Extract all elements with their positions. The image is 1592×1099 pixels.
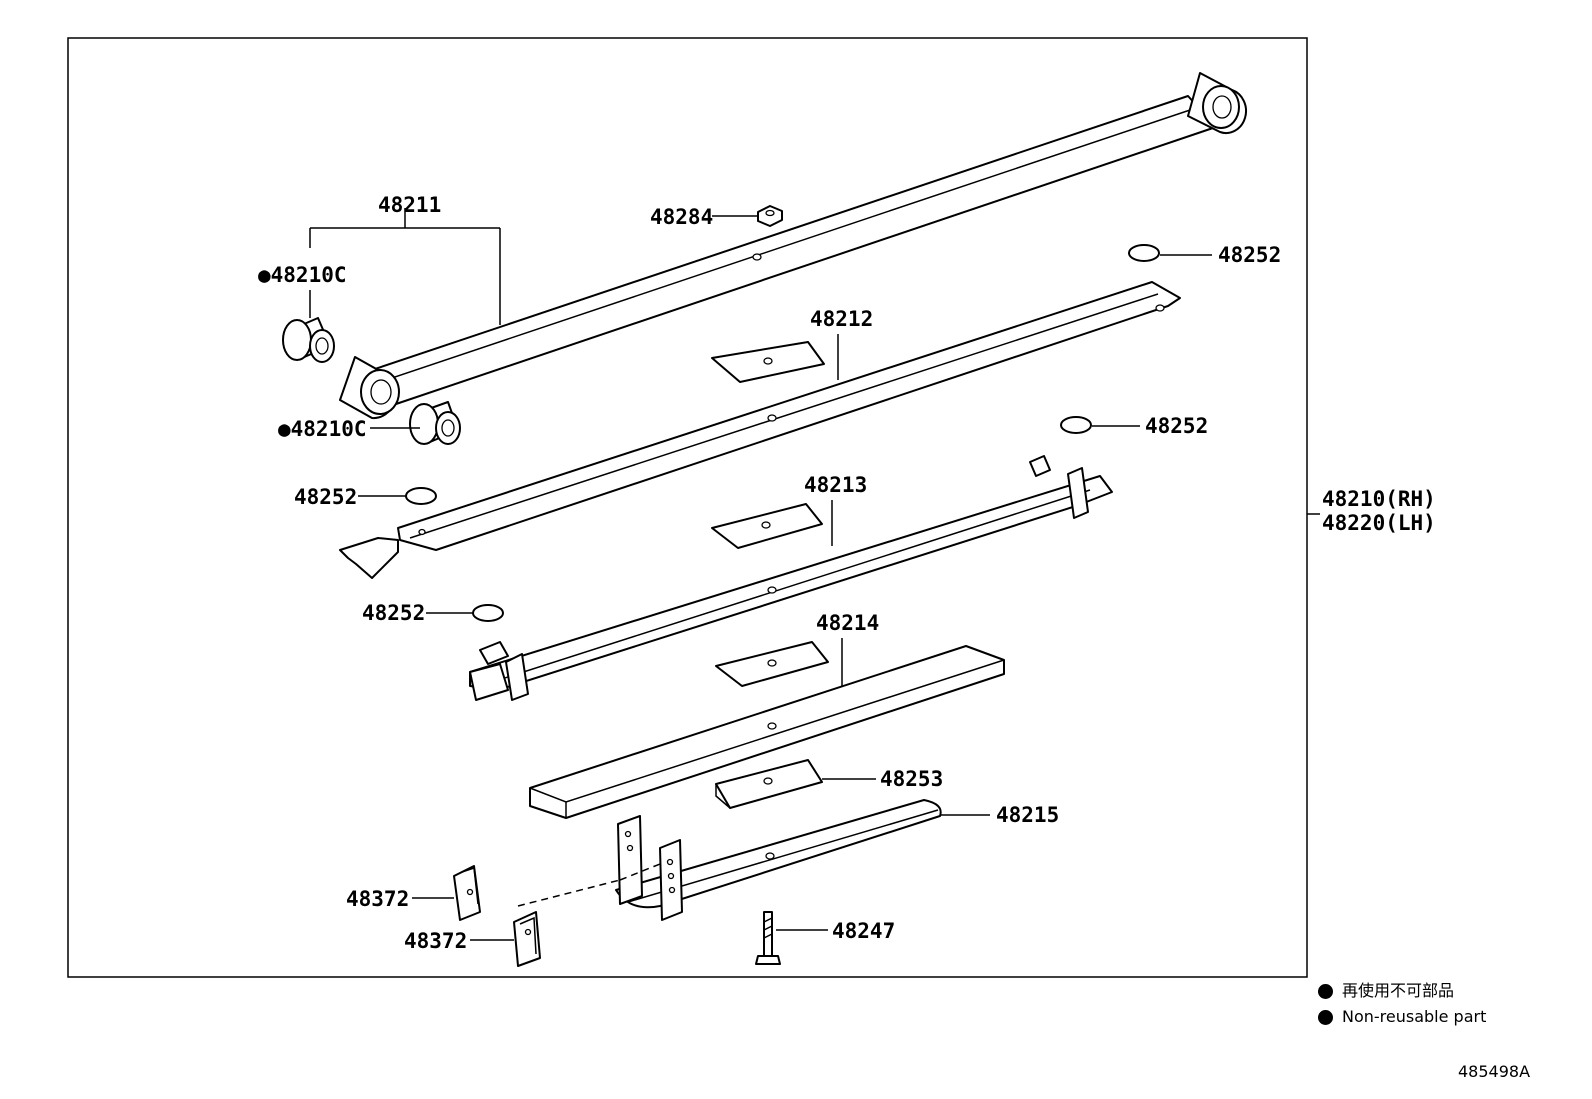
label-48210c-top: ●48210C [258, 263, 347, 287]
label-48210-rh: 48210(RH) [1322, 487, 1436, 511]
silencer-48252-a [1128, 244, 1160, 262]
silencer-48252-c [405, 487, 437, 505]
clip-alignment-dash [517, 879, 621, 907]
nut-48284 [757, 205, 783, 227]
spacer-48253 [715, 759, 823, 809]
leaf-48212 [339, 281, 1181, 579]
label-48252-c: 48252 [294, 485, 357, 509]
leaf-48213 [469, 455, 1113, 701]
legend-text-japanese: 再使用不可部品 [1342, 981, 1455, 1000]
legend-text-english: Non-reusable part [1342, 1007, 1487, 1026]
legend: 再使用不可部品 Non-reusable part [1318, 978, 1486, 1030]
label-48212: 48212 [810, 307, 873, 331]
label-48220-lh: 48220(LH) [1322, 511, 1436, 535]
diagram-frame [67, 37, 1308, 978]
label-48252-a: 48252 [1218, 243, 1281, 267]
leaf-48214 [529, 641, 1005, 819]
label-48215: 48215 [996, 803, 1059, 827]
filled-circle-icon [1318, 1009, 1333, 1025]
part-labels: 48211 ●48210C ●48210C 48284 48212 48252 … [258, 193, 1436, 953]
label-48372-b: 48372 [404, 929, 467, 953]
bushing-48210c-top [282, 317, 335, 363]
legend-row-japanese: 再使用不可部品 [1318, 978, 1486, 1004]
label-48252-b: 48252 [1145, 414, 1208, 438]
silencer-48252-b [1060, 416, 1092, 434]
label-48213: 48213 [804, 473, 867, 497]
bolt-48247 [755, 911, 781, 965]
label-48214: 48214 [816, 611, 879, 635]
filled-circle-icon [1318, 983, 1333, 999]
legend-row-english: Non-reusable part [1318, 1004, 1486, 1030]
label-48252-d: 48252 [362, 601, 425, 625]
bushing-48210c-bottom [409, 401, 461, 445]
drawing-code: 485498A [1458, 1062, 1531, 1081]
label-48211: 48211 [378, 193, 441, 217]
label-48253: 48253 [880, 767, 943, 791]
label-48372-a: 48372 [346, 887, 409, 911]
silencer-48252-d [472, 604, 504, 622]
label-48210c-bottom: ●48210C [278, 417, 367, 441]
label-48284: 48284 [650, 205, 713, 229]
label-48247: 48247 [832, 919, 895, 943]
clip-48372-b [513, 911, 541, 967]
leaf-48215 [615, 799, 942, 921]
clip-48372-a [453, 865, 481, 921]
leader-lines [309, 208, 1320, 941]
main-leaf-48211 [339, 72, 1247, 420]
